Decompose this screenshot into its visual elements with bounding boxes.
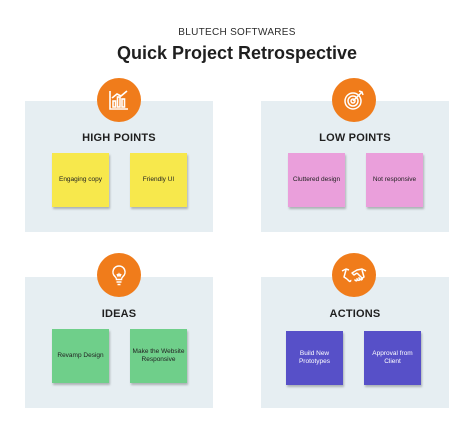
lightbulb-icon [97,253,141,297]
company-name: BLUTECH SOFTWARES [178,27,296,38]
page-title: Quick Project Retrospective [116,43,358,63]
sticky-note-friendly-ui: Friendly UI [130,153,187,207]
panel-high-points: HIGH POINTS Engaging copy Friendly UI [25,101,213,232]
handshake-icon [332,253,376,297]
panel-actions: ACTIONS Build New Prototypes Approval fr… [261,277,449,408]
sticky-note-build-new-prototypes: Build New Prototypes [286,331,343,385]
sticky-note-not-responsive: Not responsive [366,153,423,207]
bar-chart-icon [97,78,141,122]
panel-low-points: LOW POINTS Cluttered design Not responsi… [261,101,449,232]
panel-ideas: IDEAS Revamp Design Make the Website Res… [25,277,213,408]
sticky-note-approval-from-client: Approval from Client [364,331,421,385]
panel-title-low-points: LOW POINTS [319,132,391,144]
panel-title-ideas: IDEAS [101,308,137,320]
panel-title-actions: ACTIONS [329,308,381,320]
sticky-note-engaging-copy: Engaging copy [52,153,109,207]
target-icon [332,78,376,122]
sticky-note-revamp-design: Revamp Design [52,329,109,383]
sticky-note-cluttered-design: Cluttered design [288,153,345,207]
panel-title-high-points: HIGH POINTS [82,132,156,144]
sticky-note-make-website-responsive: Make the Website Responsive [130,329,187,383]
